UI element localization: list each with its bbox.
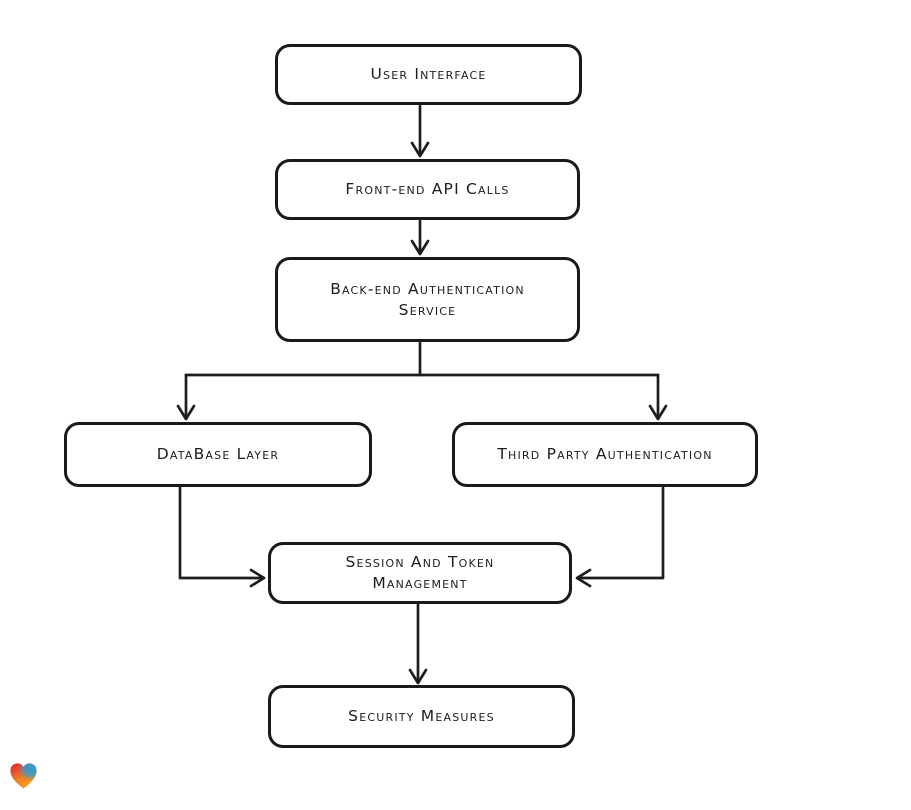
node-security-measures: Security Measures bbox=[268, 685, 575, 748]
node-user-interface-label: User Interface bbox=[370, 65, 487, 83]
node-security-measures-label: Security Measures bbox=[348, 707, 495, 725]
node-session-and-token-management: Session And Token Management bbox=[268, 542, 572, 604]
edge-user-interface-to-front-end-api-calls bbox=[410, 104, 430, 158]
node-user-interface: User Interface bbox=[275, 44, 582, 105]
node-third-party-authentication: Third Party Authentication bbox=[452, 422, 758, 487]
node-front-end-api-calls-label: Front-end API Calls bbox=[345, 180, 510, 198]
edge-third-party-authentication-to-session-and-token-management bbox=[575, 486, 665, 588]
node-database-layer: DataBase Layer bbox=[64, 422, 372, 487]
edge-session-and-token-management-to-security-measures bbox=[408, 603, 428, 685]
edge-database-layer-to-session-and-token-management bbox=[178, 486, 266, 588]
edge-front-end-api-calls-to-back-end-authentication-service bbox=[410, 219, 430, 256]
node-third-party-authentication-label: Third Party Authentication bbox=[497, 445, 713, 463]
node-front-end-api-calls: Front-end API Calls bbox=[275, 159, 580, 220]
node-back-end-authentication-service: Back-end Authentication Service bbox=[275, 257, 580, 342]
node-session-and-token-management-label: Session And Token Management bbox=[345, 553, 495, 592]
node-database-layer-label: DataBase Layer bbox=[156, 445, 280, 463]
node-back-end-authentication-service-label: Back-end Authentication Service bbox=[330, 279, 525, 319]
edge-back-end-authentication-service-branch bbox=[176, 341, 668, 421]
heart-logo-icon[interactable] bbox=[8, 761, 39, 792]
